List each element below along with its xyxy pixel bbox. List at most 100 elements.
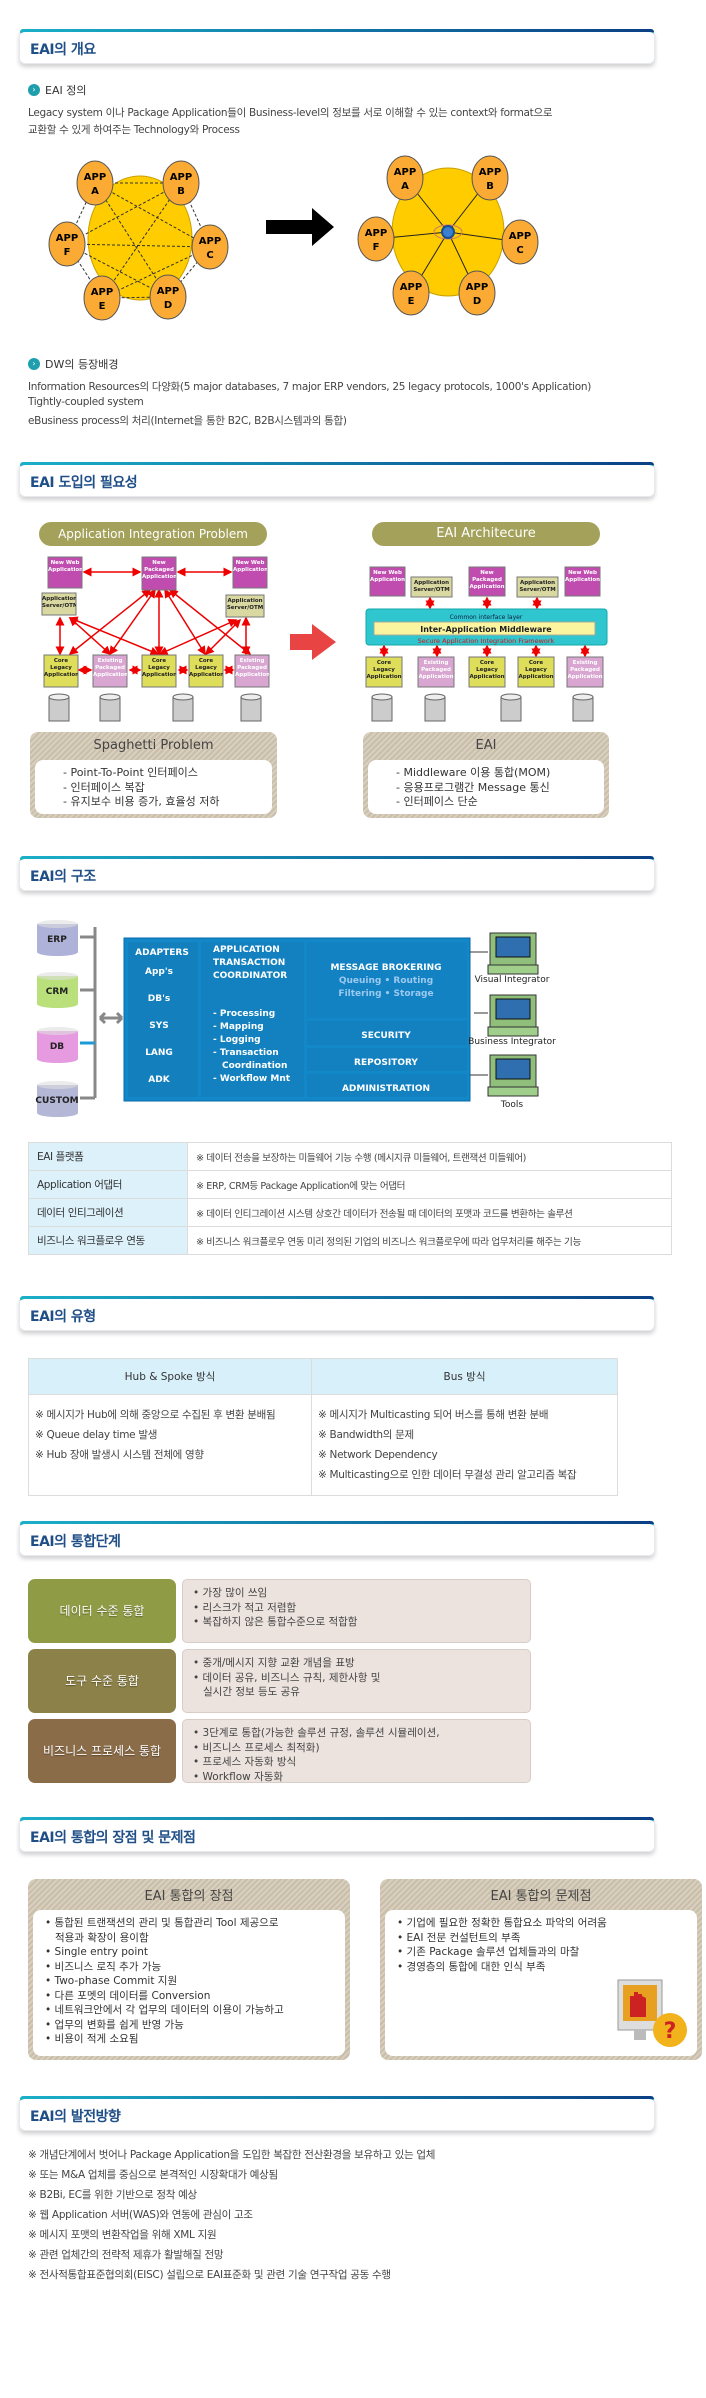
box-title: EAI [475,738,497,753]
row-label: 데이터 인티그레이션 [28,1198,188,1227]
application-box: Existing Packaged Application [417,656,455,688]
stage-item: • Workflow 자동화 [193,1770,284,1783]
application-box: Application Server/OTM [516,576,559,598]
box-label: New Packaged Application [142,560,176,580]
application-box: Existing Packaged Application [566,656,604,688]
section-header-types: EAI의 유형 [19,1296,655,1331]
database-icon [424,693,446,722]
pros-box: EAI 통합의 장점 • 통합된 트랜잭션의 관리 및 통합관리 Tool 제공… [28,1879,350,2060]
atc-item: - Logging [213,1035,261,1045]
app-letter: D [164,300,172,311]
bullet-arrow-icon: › [28,84,40,96]
pro-item: • Two-phase Commit 지원 [45,1975,178,1987]
box-item: - 인터페이스 단순 [396,795,478,808]
box-label: New Web Application [233,560,267,573]
point-to-point-cluster [66,175,211,301]
system-label: CRM [46,987,69,997]
gear-icon [441,225,455,239]
dw-line: Tightly-coupled system [28,396,144,408]
row-label: Application 어댑터 [28,1170,188,1199]
atc-item: - Workflow Mnt [213,1074,291,1084]
app-letter: E [99,301,106,312]
box-label: New Web Application [48,560,82,573]
app-label: APP [170,172,192,183]
box-title: Spaghetti Problem [93,738,214,753]
pro-item: • 통합된 트랜잭션의 관리 및 통합관리 Tool 제공으로 [45,1917,279,1929]
bus-item: ※ Bandwidth의 문제 [318,1429,414,1441]
app-letter: F [373,242,380,253]
row-label: 비즈니스 워크플로우 연동 [28,1226,188,1255]
broker-sub: Queuing • Routing [339,976,433,986]
box-title: EAI 통합의 문제점 [490,1889,592,1904]
structure-table: EAI 플랫폼※ 데이터 전송을 보장하는 미들웨어 기능 수행 (메시지큐 미… [28,1142,672,1255]
box-label: Core Legacy Application [44,658,78,678]
right-arrow-icon [290,624,336,660]
application-box: New Packaged Application [141,556,177,591]
app-letter: C [516,245,523,256]
row-label: EAI 플랫폼 [28,1142,188,1171]
app-letter: B [486,181,494,192]
app-letter: F [64,247,71,258]
adapters-title: ADAPTERS [135,948,189,958]
right-arrow-icon [266,208,334,246]
con-item: • EAI 전문 컨설턴트의 부족 [397,1931,521,1944]
broker-sub: Filtering • Storage [338,989,433,999]
hub-item: ※ Hub 장애 발생시 시스템 전체에 영향 [35,1449,204,1461]
section-header-structure: EAI의 구조 [19,856,655,891]
database-icon [99,693,121,722]
future-item: ※ B2Bi, EC를 위한 기반으로 정착 예상 [28,2189,197,2201]
bus-item: ※ Multicasting으로 인한 데이터 무결성 관리 알고리즘 복잡 [318,1469,577,1481]
application-box: Application Server/OTM [225,594,265,618]
application-box: New Web Application [232,556,268,589]
application-box: Existing Packaged Application [234,654,270,688]
app-letter: D [473,296,481,307]
box-label: Application Server/OTM [519,580,556,593]
table-row: Application 어댑터※ ERP, CRM등 Package Appli… [28,1170,672,1199]
table-row: EAI 플랫폼※ 데이터 전송을 보장하는 미들웨어 기능 수행 (메시지큐 미… [28,1142,672,1171]
app-node: APP C [191,224,229,270]
svg-text:?: ? [664,2019,677,2044]
section-header-future: EAI의 발전방향 [19,2096,655,2131]
column-header: Hub & Spoke 방식 [28,1358,312,1395]
future-item: ※ 메시지 포맷의 변환작업을 위해 XML 지원 [28,2229,217,2241]
atc-title: TRANSACTION [213,958,285,968]
p2p-vs-hub-diagram: APPAAPPBAPPCAPPDAPPEAPPFAPPAAPPBAPPCAPPD… [48,155,539,321]
cons-box: EAI 통합의 문제점 • 기업에 필요한 정확한 통합요소 파악의 어려움• … [380,1879,702,2060]
subheading-eai-definition: ›EAI 정의 [28,82,86,98]
atc-item: Coordination [222,1061,287,1071]
definition-line: 교환할 수 있게 하여주는 Technology와 Process [28,124,240,136]
column-header: Bus 방식 [311,1358,618,1395]
stage-description: • 가장 많이 쓰임• 리스크가 적고 저렴함• 복잡하지 않은 통합수준으로 … [182,1579,531,1643]
future-item: ※ 개념단계에서 벗어나 Package Application을 도입한 복잡… [28,2149,436,2161]
application-box: Existing Packaged Application [92,654,128,688]
application-box: New Web Application [369,566,406,597]
dw-line: Information Resources의 다양화(5 major datab… [28,381,592,393]
box-item: - Middleware 이용 통합(MOM) [396,766,551,779]
box-label: Core Legacy Application [142,658,176,678]
atc-title: APPLICATION [213,945,280,955]
application-box: Core Legacy Application [188,654,224,688]
database-icon [371,693,393,722]
stage-item: • 가장 많이 쓰임 [193,1587,268,1599]
pro-item: 적용과 확장이 용이함 [45,1931,149,1944]
app-letter: C [206,250,213,261]
box-item: - 응용프로그램간 Message 통신 [396,780,550,794]
dw-line: eBusiness process의 처리(Internet을 통한 B2C, … [28,415,347,427]
adapter-item: SYS [149,1021,168,1031]
app-label: APP [466,282,488,293]
bus-item: ※ Network Dependency [318,1449,438,1461]
pro-item: • Single entry point [45,1946,149,1958]
box-label: Application Server/OTM [42,596,76,609]
section-header-overview: EAI의 개요 [19,29,655,64]
computer-icon [487,932,539,975]
stage-label: 도구 수준 통합 [28,1649,176,1713]
future-item: ※ 또는 M&A 업체를 중심으로 본격적인 시장확대가 예상됨 [28,2169,278,2181]
app-label: APP [199,236,221,247]
atc-title: COORDINATOR [213,971,287,981]
bus-cell: ※ 메시지가 Multicasting 되어 버스를 통해 변환 분배※ Ban… [311,1394,618,1496]
